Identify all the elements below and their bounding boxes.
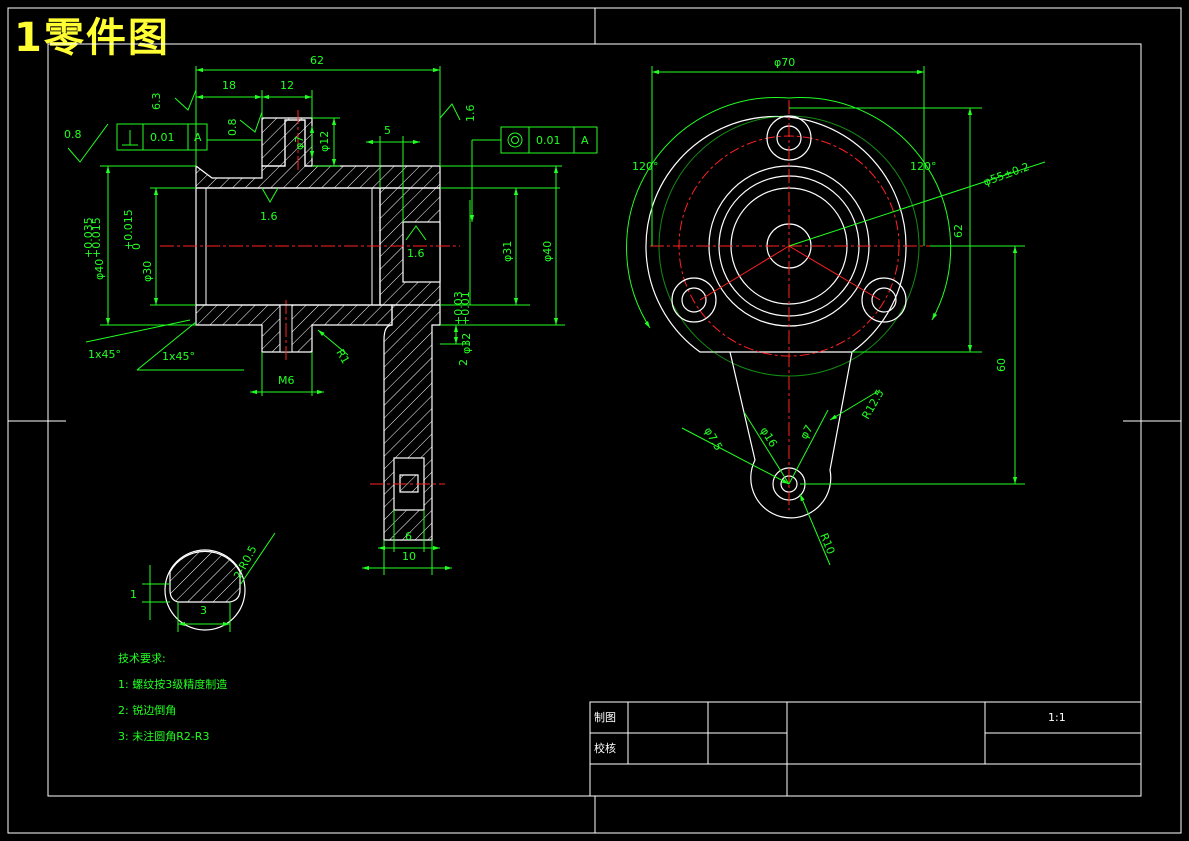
chamfer-1-text: 1x45° — [88, 348, 121, 361]
dim-phi7-text: φ7 — [293, 136, 306, 150]
leader-r1 — [317, 329, 349, 356]
perpendicular-icon — [122, 130, 138, 146]
dim-62b-text: 62 — [952, 224, 965, 238]
spoke — [699, 245, 790, 301]
dim-5-text: 5 — [384, 124, 391, 137]
leader — [136, 321, 197, 371]
dim-phi12-text: φ12 — [318, 131, 331, 152]
bolt-hole-left — [671, 277, 717, 323]
leader — [85, 319, 191, 343]
dim-62-text: 62 — [310, 54, 324, 67]
tol-up2: +0.015 — [122, 209, 135, 250]
dim-r1-text: R1 — [333, 347, 352, 366]
angle-arc — [788, 97, 952, 321]
dim-phi30-text: φ30 — [141, 261, 154, 282]
front-view: φ70 120° 120° φ55±0.2 62 60 φ7.5 φ16 φ7 … — [626, 56, 1046, 566]
dim-60-text: 60 — [995, 358, 1008, 372]
angle-1-text: 120° — [632, 160, 659, 173]
tb-draw-label: 制图 — [594, 711, 616, 724]
dim-phi31-text: φ31 — [501, 241, 514, 262]
detail-circle — [164, 549, 246, 631]
dim-6-text: 6 — [405, 530, 412, 543]
leader — [743, 411, 790, 485]
leader — [788, 409, 829, 485]
leader — [788, 161, 1046, 247]
note-1: 1: 螺纹按3级精度制造 — [118, 677, 227, 691]
dim-phi55-text: φ55±0.2 — [982, 160, 1032, 189]
concentric-icon-inner — [511, 136, 519, 144]
dim-r125-text: R12.5 — [859, 387, 886, 421]
dim-phi40-text: φ40 — [93, 259, 106, 280]
detail-section — [169, 550, 241, 603]
tol-up1: +0.035 — [82, 217, 95, 258]
bolt-hole-left-inner — [681, 287, 707, 313]
dim-10-text: 10 — [402, 550, 416, 563]
rough-16c-text: 1.6 — [407, 247, 425, 260]
technical-notes: 技术要求: 1: 螺纹按3级精度制造 2: 锐边倒角 3: 未注圆角R2-R3 — [118, 652, 227, 743]
arm-hole-insert — [399, 474, 419, 493]
drawing-title: 1零件图 — [14, 15, 170, 61]
groove-detail: 2-R0.5 1 3 — [130, 532, 276, 632]
tol-up3: +0.03 — [452, 291, 465, 325]
rough-63-text: 6.3 — [150, 93, 163, 111]
rough-08b-text: 0.8 — [226, 119, 239, 137]
rough-08a-text: 0.8 — [64, 128, 82, 141]
tol-conc-ref: A — [581, 134, 589, 147]
title-block-frame — [589, 701, 1142, 797]
roughness-symbol — [439, 103, 461, 121]
dim-phi16-text: φ16 — [757, 425, 779, 450]
tol-lo1: +0.015 — [90, 217, 103, 258]
chamfer-2-text: 1x45° — [162, 350, 195, 363]
note-3: 3: 未注圆角R2-R3 — [118, 729, 209, 743]
tol-perp-val: 0.01 — [150, 131, 175, 144]
rough-16b-text: 1.6 — [260, 210, 278, 223]
outer-frame — [7, 7, 1182, 834]
tol-lo3: +0.01 — [459, 291, 472, 325]
tb-check-label: 校核 — [594, 741, 616, 755]
flange-outline — [645, 116, 907, 353]
dim-18-text: 18 — [222, 79, 236, 92]
bolt-hole-right — [861, 277, 907, 323]
lower-wall — [195, 304, 393, 353]
flange-bore — [402, 221, 441, 283]
tol-frame-perp — [116, 123, 208, 151]
dim-2-text: 2 — [457, 359, 470, 366]
leader-r125 — [829, 389, 881, 421]
dim-phi70-text: φ70 — [774, 56, 795, 69]
roughness-symbol — [67, 123, 109, 163]
tol-conc-val: 0.01 — [536, 134, 561, 147]
leader — [681, 427, 790, 485]
leader — [239, 532, 276, 586]
section-view: 62 18 12 5 6.3 0.8 0.8 1.6 1.6 1.6 — [64, 54, 598, 575]
dim-phi7b-text: φ7 — [797, 423, 815, 442]
dim-m6-text: M6 — [278, 374, 295, 387]
title-block — [589, 701, 1142, 797]
spoke — [788, 245, 881, 301]
roughness-symbol — [239, 111, 263, 133]
tol-perp-ref: A — [194, 131, 202, 144]
roughness-symbol — [405, 225, 427, 241]
angle-2-text: 120° — [910, 160, 937, 173]
concentric-icon — [507, 132, 523, 148]
roughness-symbol — [174, 89, 197, 111]
notes-heading: 技术要求: — [118, 652, 166, 665]
leader-r10 — [799, 493, 831, 566]
dim-12-text: 12 — [280, 79, 294, 92]
rough-16a-text: 1.6 — [464, 105, 477, 123]
lever-arm — [729, 351, 853, 519]
dim-3-text: 3 — [200, 604, 207, 617]
dim-phi40b-text: φ40 — [541, 241, 554, 262]
tb-scale: 1:1 — [1048, 711, 1066, 724]
roughness-symbol — [261, 187, 279, 204]
tol-lo2: 0 — [130, 243, 143, 250]
angle-arc — [626, 97, 790, 329]
note-2: 2: 锐边倒角 — [118, 703, 176, 717]
bolt-hole-right-inner — [871, 287, 897, 313]
dim-phi32-text: φ32 — [460, 333, 473, 354]
dim-r10-text: R10 — [817, 531, 837, 556]
dim-1-text: 1 — [130, 588, 137, 601]
